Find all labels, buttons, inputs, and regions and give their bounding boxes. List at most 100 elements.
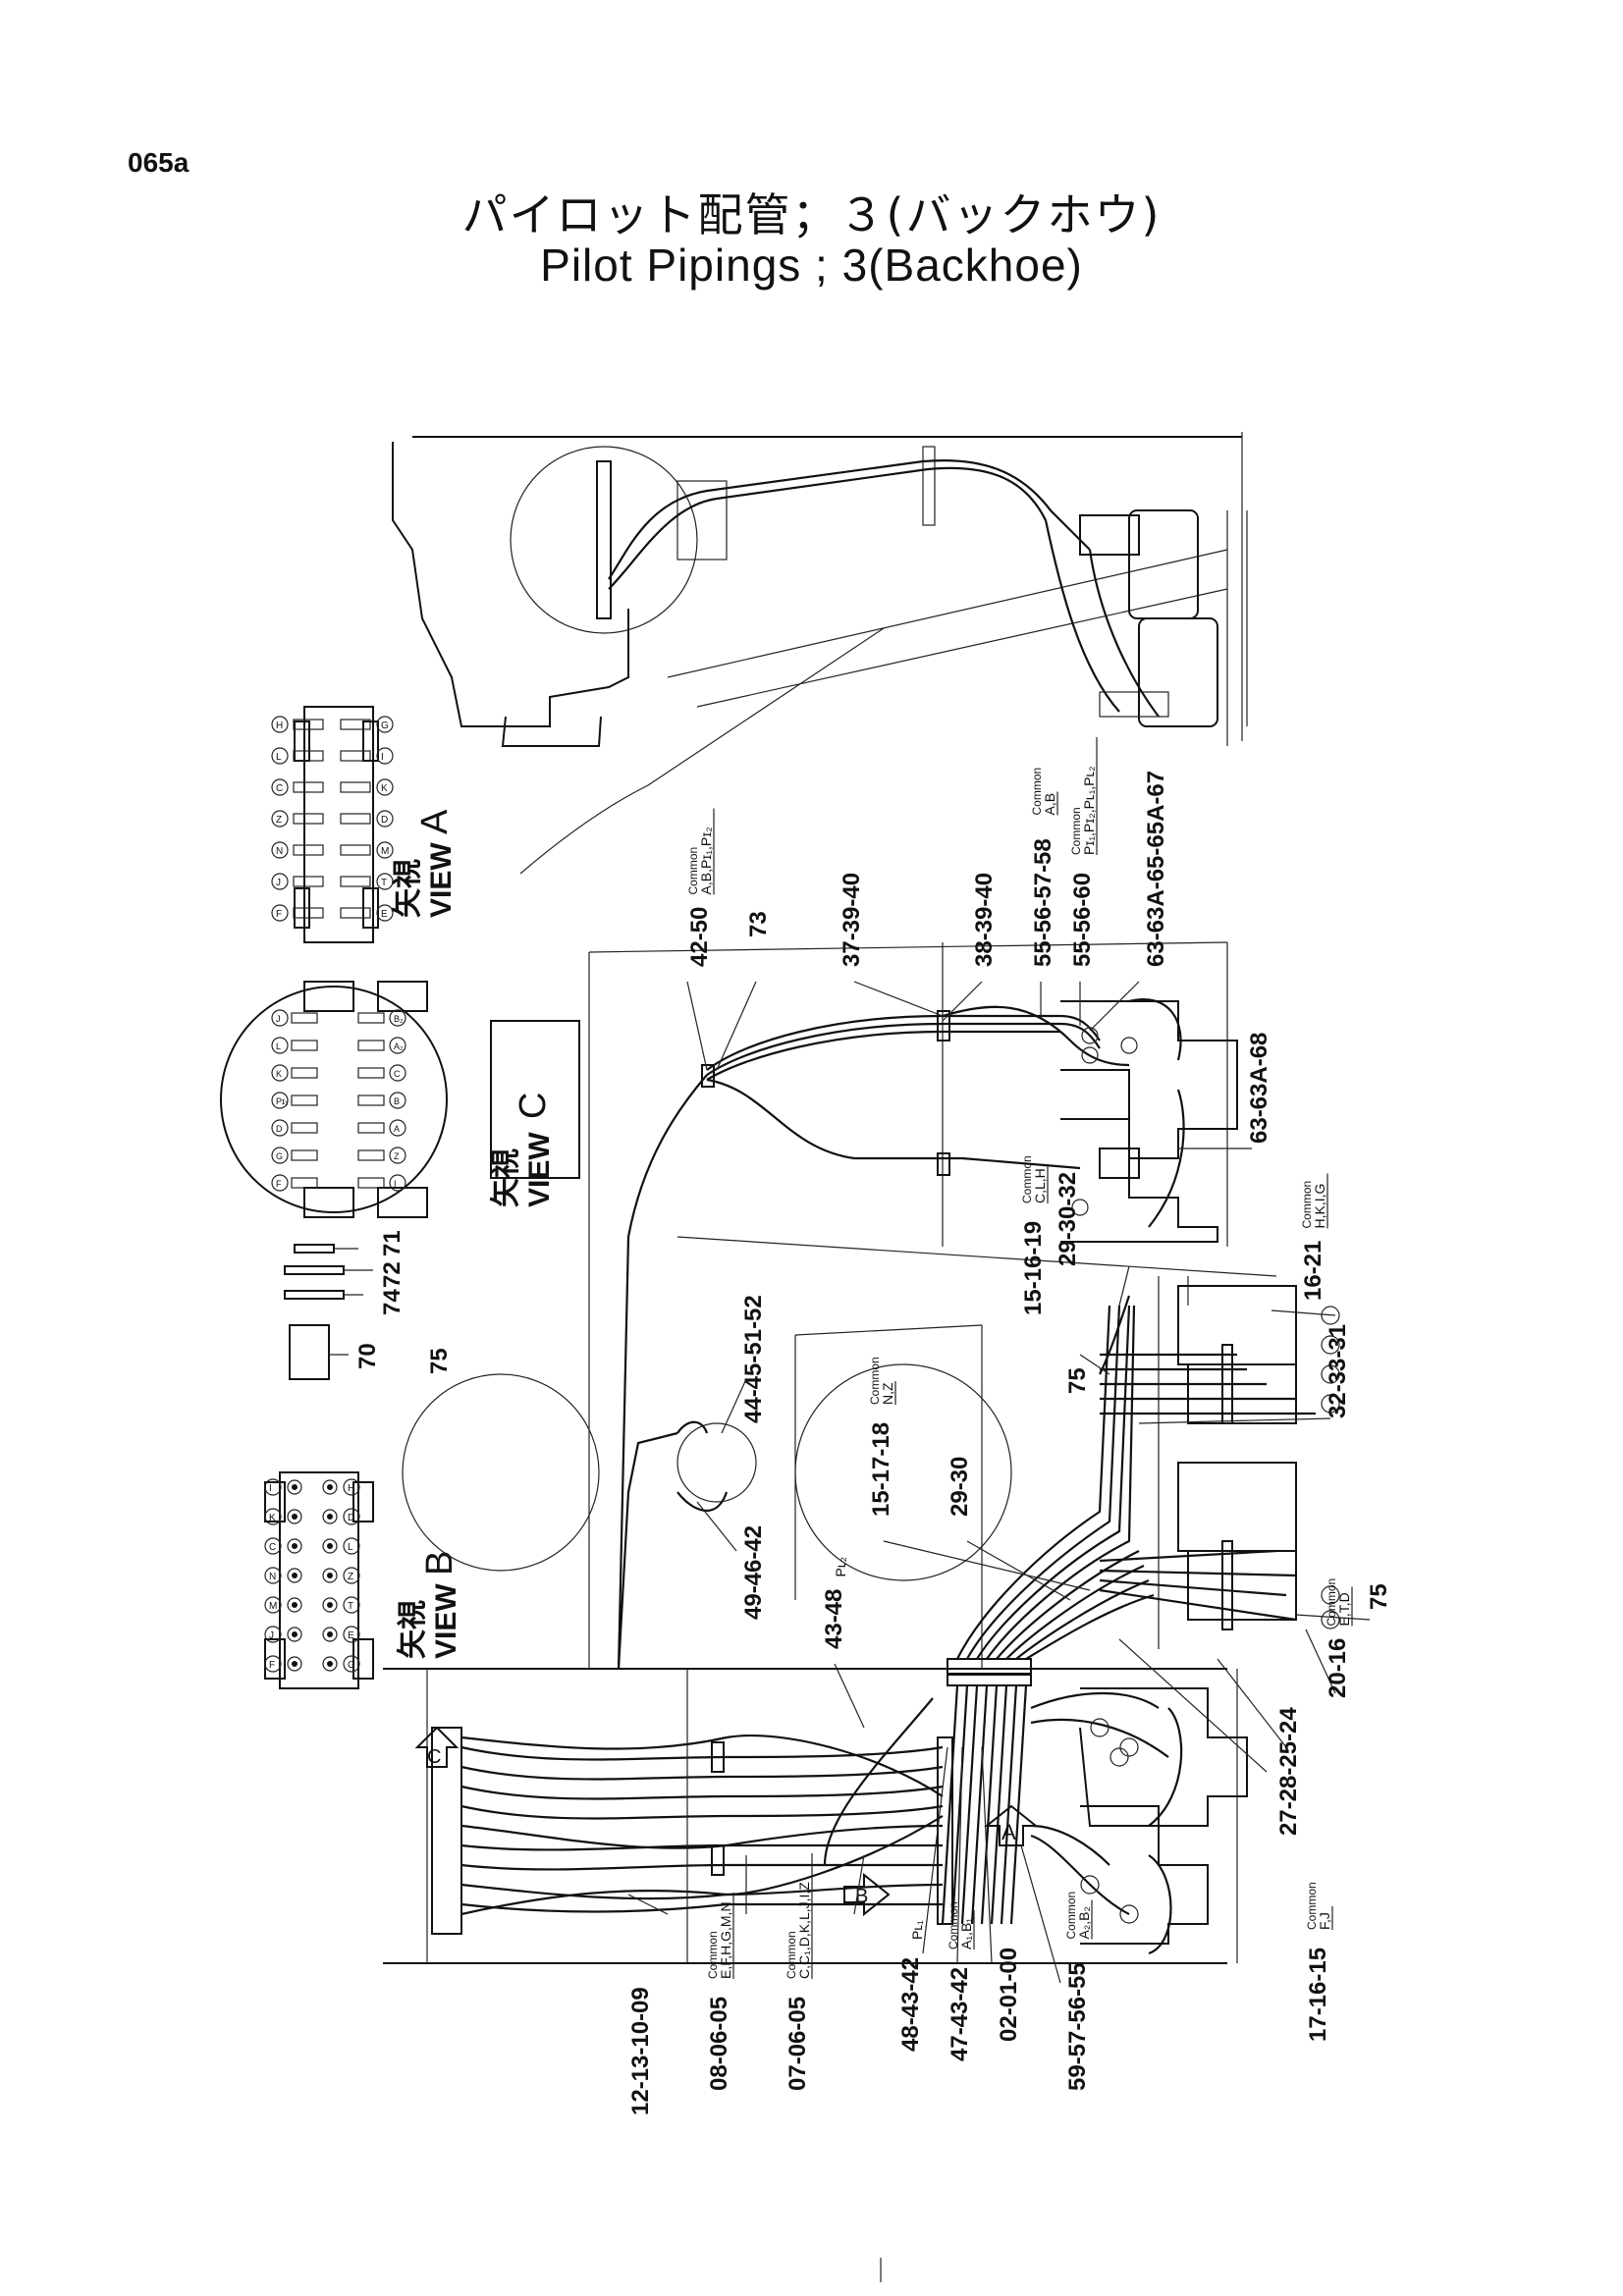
view-c-port-3: Pɪ₁	[271, 1092, 318, 1109]
view-a-letter: A	[414, 809, 456, 834]
callout-sub: A₁,B₁	[958, 1918, 974, 1949]
view-b-port-3: N	[264, 1567, 302, 1584]
view-b-port-letter: M	[269, 1601, 277, 1612]
view-a-port-11: K	[340, 778, 394, 796]
callout-c24: 75	[1366, 1583, 1392, 1610]
view-c-port-letter: B	[394, 1096, 400, 1106]
view-c-port-12: A₂	[357, 1037, 406, 1054]
view-a-port-letter: L	[276, 752, 282, 763]
callout-number: 74	[379, 1289, 406, 1315]
callout-number: 38-39-40	[971, 873, 998, 967]
page-id: 065a	[128, 147, 189, 178]
callout-c15: 49-46-42	[740, 1525, 767, 1620]
callout-number: 37-39-40	[839, 873, 865, 967]
upper-assembly	[392, 432, 1248, 875]
callout-sub: H,K,I,G	[1312, 1184, 1327, 1229]
callout-sub: Pʟ₁	[909, 1920, 925, 1940]
view-a-port-letter: C	[276, 783, 283, 794]
callout-number: 55-56-57-58	[1030, 838, 1056, 967]
main-hose-bundle	[431, 1305, 1155, 1935]
view-c-port-letter: C	[394, 1069, 401, 1079]
callout-number: 15-16-19	[1020, 1221, 1047, 1315]
callout-number: 63-63A-68	[1246, 1033, 1272, 1144]
callout-sub: C,L,H	[1032, 1168, 1048, 1203]
callout-c20: 29-30-32	[1055, 1172, 1081, 1266]
callout-number: 42-50	[686, 907, 713, 967]
view-c-port-letter: I	[394, 1179, 397, 1189]
callout-number: 02-01-00	[996, 1948, 1022, 2042]
view-a-port-letter: E	[381, 909, 388, 920]
view-a-port-letter: H	[276, 721, 283, 731]
view-b-port-9: T	[322, 1596, 360, 1614]
callout-number: 43-48	[821, 1589, 847, 1649]
callout-number: 16-21	[1300, 1241, 1326, 1301]
callout-number: 75	[1064, 1367, 1091, 1394]
view-a-port-12: I	[340, 747, 394, 765]
callout-sub: Pʟ₂	[833, 1557, 848, 1576]
view-a-port-13: G	[340, 716, 394, 733]
view-c-port-letter: A	[394, 1124, 400, 1134]
view-b-port-11: L	[322, 1537, 360, 1555]
view-a-port-1: J	[271, 873, 324, 890]
view-a-port-5: L	[271, 747, 324, 765]
callout-common: Common	[1020, 1155, 1034, 1203]
view-a-port-7: E	[340, 904, 394, 922]
callout-number: 27-28-25-24	[1275, 1707, 1302, 1836]
view-b-port-10: Z	[322, 1567, 360, 1584]
view-b-port-letter: G	[348, 1660, 355, 1671]
callout-common: Common	[1305, 1882, 1319, 1930]
callout-number: 08-06-05	[706, 1997, 732, 2091]
view-arrow-a: A	[984, 1804, 1039, 1846]
view-a-label: VIEW	[425, 842, 458, 918]
callout-common: Common	[1069, 807, 1083, 855]
callout-sub: A,B	[1042, 793, 1057, 816]
callout-c18: 29-30	[947, 1457, 973, 1517]
callout-number: 75	[426, 1348, 453, 1374]
view-c-port-letter: L	[276, 1041, 281, 1051]
view-a-port-letter: G	[381, 721, 389, 731]
callout-c11: 74	[379, 1289, 406, 1315]
view-b-port-letter: J	[269, 1630, 274, 1641]
view-b-port-1: J	[264, 1626, 302, 1643]
view-b-port-8: E	[322, 1626, 360, 1643]
callout-sub: A,B,Pɪ₁,Pɪ₂	[698, 827, 714, 894]
callout-number: 20-16	[1325, 1638, 1351, 1698]
view-b-port-letter: F	[269, 1660, 275, 1671]
view-b-port-letter: E	[348, 1630, 354, 1641]
callout-sub: C,C₁,D,K,L,J,I,Z	[796, 1882, 812, 1979]
callout-number: 59-57-56-55	[1064, 1962, 1091, 2091]
view-c-port-letter: K	[276, 1069, 282, 1079]
callout-common: Common	[868, 1357, 882, 1405]
callout-c26: 27-28-25-24	[1275, 1707, 1302, 1836]
callout-number: 75	[1366, 1583, 1392, 1610]
callout-number: 44-45-51-52	[740, 1295, 767, 1423]
callout-number: 32-33-31	[1325, 1324, 1351, 1418]
view-b-kanji: 矢視	[397, 1600, 429, 1659]
callout-c14: 44-45-51-52	[740, 1295, 767, 1423]
callout-c9: 71	[379, 1230, 406, 1256]
callout-common: Common	[1300, 1181, 1314, 1229]
callout-number: 29-30	[947, 1457, 973, 1517]
view-c-port-9: A	[357, 1119, 406, 1137]
callout-number: 12-13-10-09	[627, 1987, 654, 2115]
title-japanese: パイロット配管；３(バックホウ)	[461, 188, 1162, 241]
callout-c23: 32-33-31	[1325, 1324, 1351, 1418]
view-b-port-6: I	[264, 1478, 302, 1496]
view-b-port-12: D	[322, 1508, 360, 1525]
callout-number: 29-30-32	[1055, 1172, 1081, 1266]
view-c-label: VIEW	[523, 1132, 556, 1207]
view-b-port-0: F	[264, 1655, 302, 1673]
callout-c3: 37-39-40	[839, 873, 865, 967]
callout-number: 73	[745, 911, 772, 937]
title-english: Pilot Pipings ; 3(Backhoe)	[540, 240, 1083, 291]
view-b-port-7: G	[322, 1655, 360, 1673]
small-parts	[284, 1244, 373, 1380]
view-c-port-letter: Pɪ₁	[276, 1096, 288, 1106]
